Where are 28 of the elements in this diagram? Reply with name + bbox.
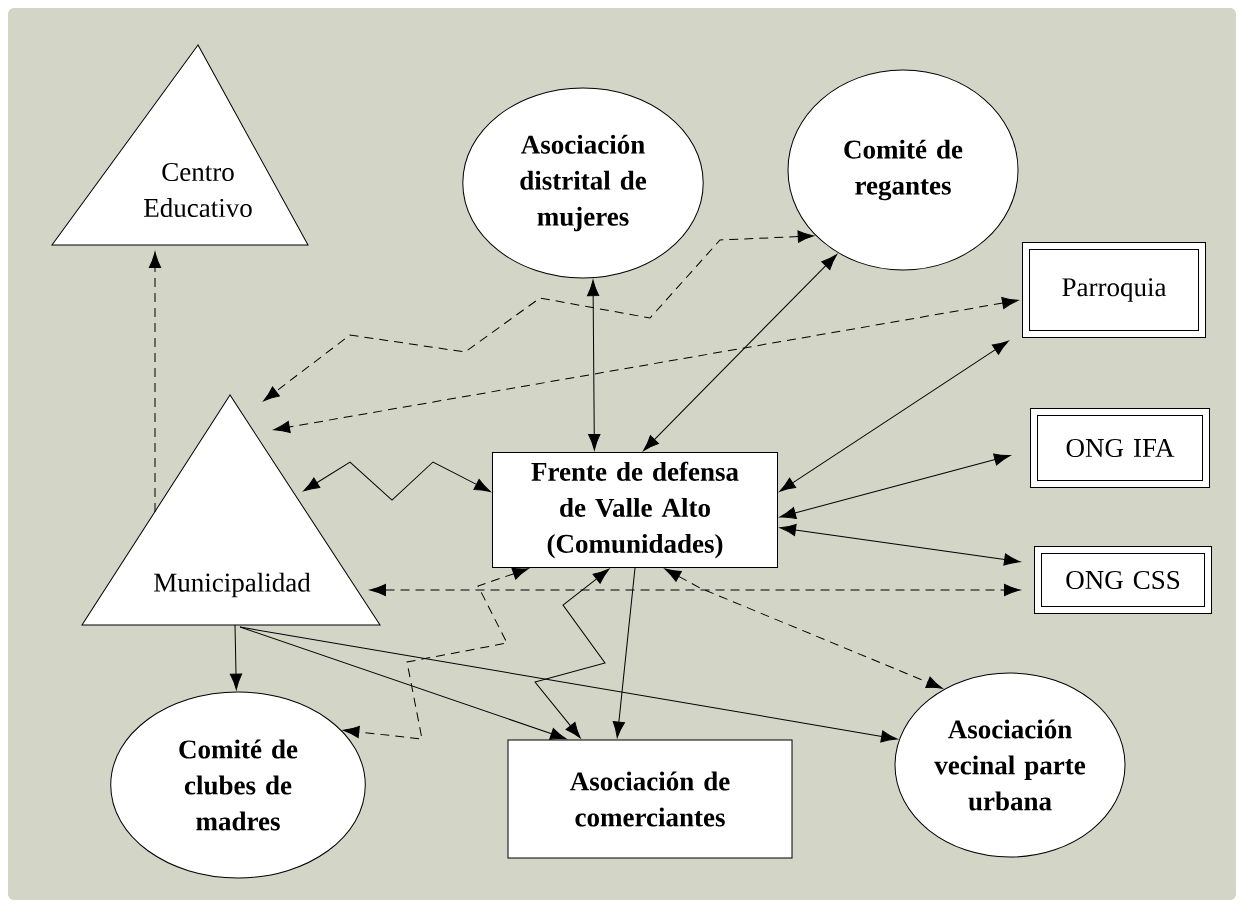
ellipse-node: Asociación distrital de mujeres [462, 87, 704, 279]
arrow [303, 461, 491, 501]
arrow [239, 626, 567, 740]
arrow [779, 523, 1021, 566]
process-box: Frente de defensa de Valle Alto (Comunidades) [492, 452, 778, 568]
arrow [534, 568, 610, 739]
arrow [229, 624, 243, 690]
process-box: Asociación de comerciantes [507, 739, 793, 859]
arrow [779, 340, 1009, 492]
arrow [779, 453, 1011, 519]
dashed-arrow [343, 567, 529, 740]
triangle-node: Municipalidad [81, 394, 381, 626]
double-box: Parroquia [1022, 242, 1206, 338]
dashed-arrow [273, 296, 1019, 434]
arrow [587, 279, 601, 451]
dashed-arrow [148, 251, 162, 513]
dashed-arrow [263, 230, 815, 402]
ellipse-node: Asociación vecinal parte urbana [894, 672, 1126, 858]
arrow [239, 626, 898, 743]
dashed-arrow [664, 568, 943, 689]
triangle-node: Centro Educativo [51, 44, 309, 246]
arrow [643, 254, 838, 451]
dashed-arrow [369, 583, 1021, 597]
double-box: ONG IFA [1030, 408, 1210, 488]
arrow [612, 567, 636, 738]
ellipse-node: Comité de regantes [787, 69, 1019, 271]
ellipse-node: Comité de clubes de madres [110, 691, 366, 879]
double-box: ONG CSS [1034, 546, 1212, 614]
